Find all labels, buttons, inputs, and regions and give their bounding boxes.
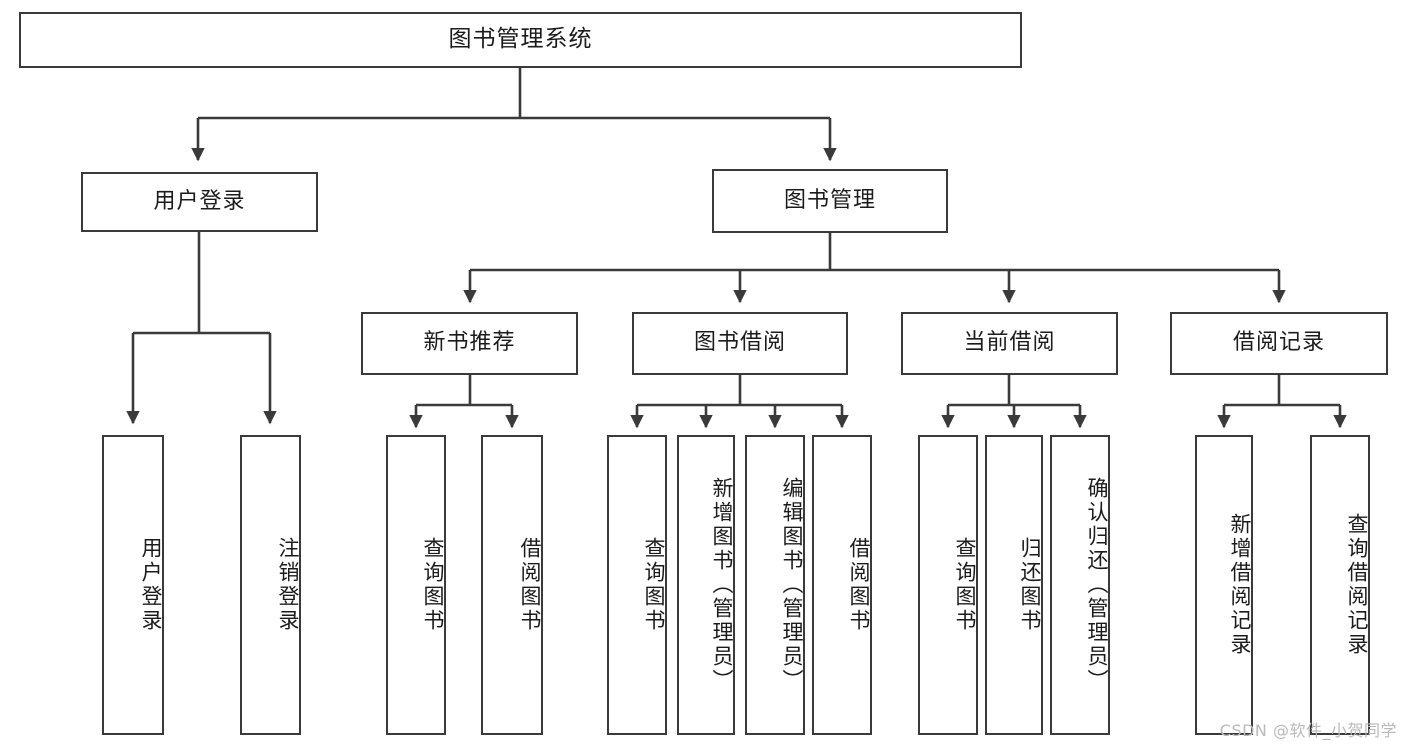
node-label: 用户登录 xyxy=(139,537,163,633)
node-label: 当前借阅 xyxy=(963,330,1056,356)
node-user-login[interactable]: 用户登录 xyxy=(81,172,318,232)
leaf-logout-login[interactable]: 注销登录 xyxy=(240,435,301,735)
node-label: 图书管理 xyxy=(783,187,876,213)
leaf-borrow-query-book[interactable]: 查询图书 xyxy=(607,435,667,735)
csdn-watermark: CSDN @软件_小贺同学 xyxy=(1219,721,1397,740)
node-label: 新增借阅记录 xyxy=(1228,513,1252,657)
node-label: 编辑图书（管理员） xyxy=(780,477,804,693)
node-current-borrow[interactable]: 当前借阅 xyxy=(901,312,1118,375)
leaf-records-add-record[interactable]: 新增借阅记录 xyxy=(1195,435,1253,735)
leaf-user-login[interactable]: 用户登录 xyxy=(102,435,164,735)
node-book-borrow[interactable]: 图书借阅 xyxy=(632,312,848,375)
node-label: 归还图书 xyxy=(1018,537,1042,633)
node-new-book-recommend[interactable]: 新书推荐 xyxy=(361,312,578,375)
leaf-current-confirm-return-admin[interactable]: 确认归还（管理员） xyxy=(1050,435,1110,735)
node-label: 新增图书（管理员） xyxy=(710,477,734,693)
leaf-borrow-add-book-admin[interactable]: 新增图书（管理员） xyxy=(677,435,735,735)
node-label: 查询图书 xyxy=(953,537,977,633)
node-label: 新书推荐 xyxy=(423,330,516,356)
node-label: 注销登录 xyxy=(276,537,300,633)
node-label: 借阅记录 xyxy=(1232,330,1325,356)
leaf-current-query-book[interactable]: 查询图书 xyxy=(918,435,978,735)
node-book-management[interactable]: 图书管理 xyxy=(712,169,948,233)
node-root-system[interactable]: 图书管理系统 xyxy=(19,12,1022,68)
leaf-records-query-record[interactable]: 查询借阅记录 xyxy=(1310,435,1370,735)
node-label: 图书管理系统 xyxy=(448,26,593,53)
node-label: 借阅图书 xyxy=(518,537,542,633)
leaf-borrow-edit-book-admin[interactable]: 编辑图书（管理员） xyxy=(745,435,805,735)
leaf-current-return-book[interactable]: 归还图书 xyxy=(985,435,1043,735)
node-label: 借阅图书 xyxy=(847,537,871,633)
node-label: 查询图书 xyxy=(421,537,445,633)
leaf-new-books-query[interactable]: 查询图书 xyxy=(386,435,446,735)
node-borrow-records[interactable]: 借阅记录 xyxy=(1170,312,1388,375)
node-label: 图书借阅 xyxy=(693,330,786,356)
leaf-borrow-borrow-book[interactable]: 借阅图书 xyxy=(812,435,872,735)
node-label: 查询图书 xyxy=(642,537,666,633)
node-label: 确认归还（管理员） xyxy=(1085,477,1109,693)
node-label: 查询借阅记录 xyxy=(1345,513,1369,657)
leaf-new-books-borrow[interactable]: 借阅图书 xyxy=(481,435,543,735)
node-label: 用户登录 xyxy=(153,188,246,214)
